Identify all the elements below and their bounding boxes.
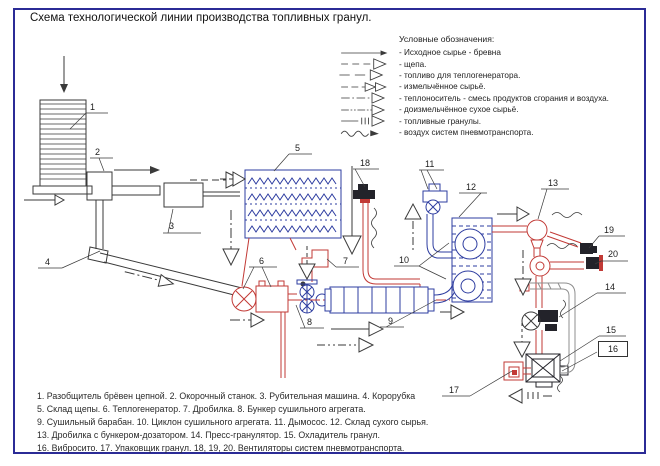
pellet-press [521, 310, 558, 354]
caption-line-4: 13. Дробилка с бункером-дозатором. 14. П… [37, 430, 380, 440]
smoke-exhauster [422, 183, 452, 259]
double-open-arrow-icon [341, 81, 387, 92]
pneumo-fan-19 [580, 243, 597, 254]
dosing-mill [492, 219, 584, 308]
log-pile [32, 56, 93, 195]
label-7: 7 [343, 256, 349, 266]
label-15: 15 [606, 325, 617, 335]
label-6: 6 [259, 256, 265, 266]
drying-drum [292, 285, 457, 314]
caption-line-5: 16. Вибросито. 17. Упаковщик гранул. 18,… [37, 443, 405, 453]
label-13: 13 [548, 178, 559, 188]
caption-line-3: 9. Сушильный барабан. 10. Циклон сушильн… [37, 417, 429, 427]
dry-store-cyclones [451, 217, 493, 303]
caption-line-1: 1. Разобщитель брёвен цепной. 2. Окорочн… [37, 391, 416, 401]
label-20: 20 [608, 249, 619, 259]
label-leaders [38, 112, 628, 397]
label-16: 16 [598, 341, 628, 357]
bark-conveyor [99, 252, 243, 297]
legend-item-pellets: - топливные гранулы. [335, 115, 647, 127]
chipper [111, 182, 240, 208]
flow-arrows [24, 166, 552, 404]
longdash-open-arrow-icon [339, 69, 384, 82]
chip-storage [244, 169, 342, 239]
legend: Условные обозначения: - Исходное сырье -… [335, 34, 647, 138]
page-title: Схема технологической линии производства… [30, 12, 372, 24]
label-8: 8 [307, 317, 313, 327]
caption: 1. Разобщитель брёвен цепной. 2. Окорочн… [37, 390, 617, 455]
label-3: 3 [169, 221, 175, 231]
label-14: 14 [605, 282, 616, 292]
label-10: 10 [399, 255, 410, 265]
label-11: 11 [425, 159, 435, 169]
caption-line-2: 5. Склад щепы. 6. Теплогенератор. 7. Дро… [37, 404, 366, 414]
tick-open-arrow-icon [341, 115, 386, 127]
pneumo-fan-18 [353, 184, 421, 288]
label-5: 5 [295, 143, 301, 153]
legend-item-milled: - измельчённое сырьё. [335, 81, 647, 92]
dashdot-open-arrow-icon [341, 92, 386, 105]
dashed-open-arrow-icon [341, 58, 387, 70]
pneumo-fan-20 [586, 255, 603, 271]
legend-item-dry-milled: - доизмельчённое сухое сырьё. [335, 103, 647, 116]
wavy-arrow-icon [340, 130, 379, 138]
legend-item-logs: - Исходное сырье - бревна [335, 47, 647, 58]
label-12: 12 [466, 182, 477, 192]
legend-item-air: - воздух систем пневмотранспорта. [335, 127, 647, 138]
label-9: 9 [388, 316, 394, 326]
rotary-feeder [296, 279, 329, 314]
heat-generator [231, 237, 297, 378]
solid-arrow-icon [341, 50, 388, 56]
pellet-packer [503, 361, 531, 381]
label-2: 2 [95, 147, 101, 157]
legend-item-heat-carrier: - теплоноситель - смесь продуктов сгоран… [335, 92, 647, 105]
legend-item-chips: - щепа. [335, 58, 647, 70]
label-17: 17 [449, 385, 460, 395]
cooler-sieve [525, 353, 569, 388]
label-19: 19 [604, 225, 615, 235]
label-1: 1 [90, 102, 96, 112]
label-18: 18 [360, 158, 371, 168]
legend-heading: Условные обозначения: [399, 34, 495, 44]
dashdotdot-open-arrow-icon [341, 103, 386, 116]
label-4: 4 [45, 257, 51, 267]
legend-item-fuel: - топливо для теплогенератора. [335, 69, 647, 82]
